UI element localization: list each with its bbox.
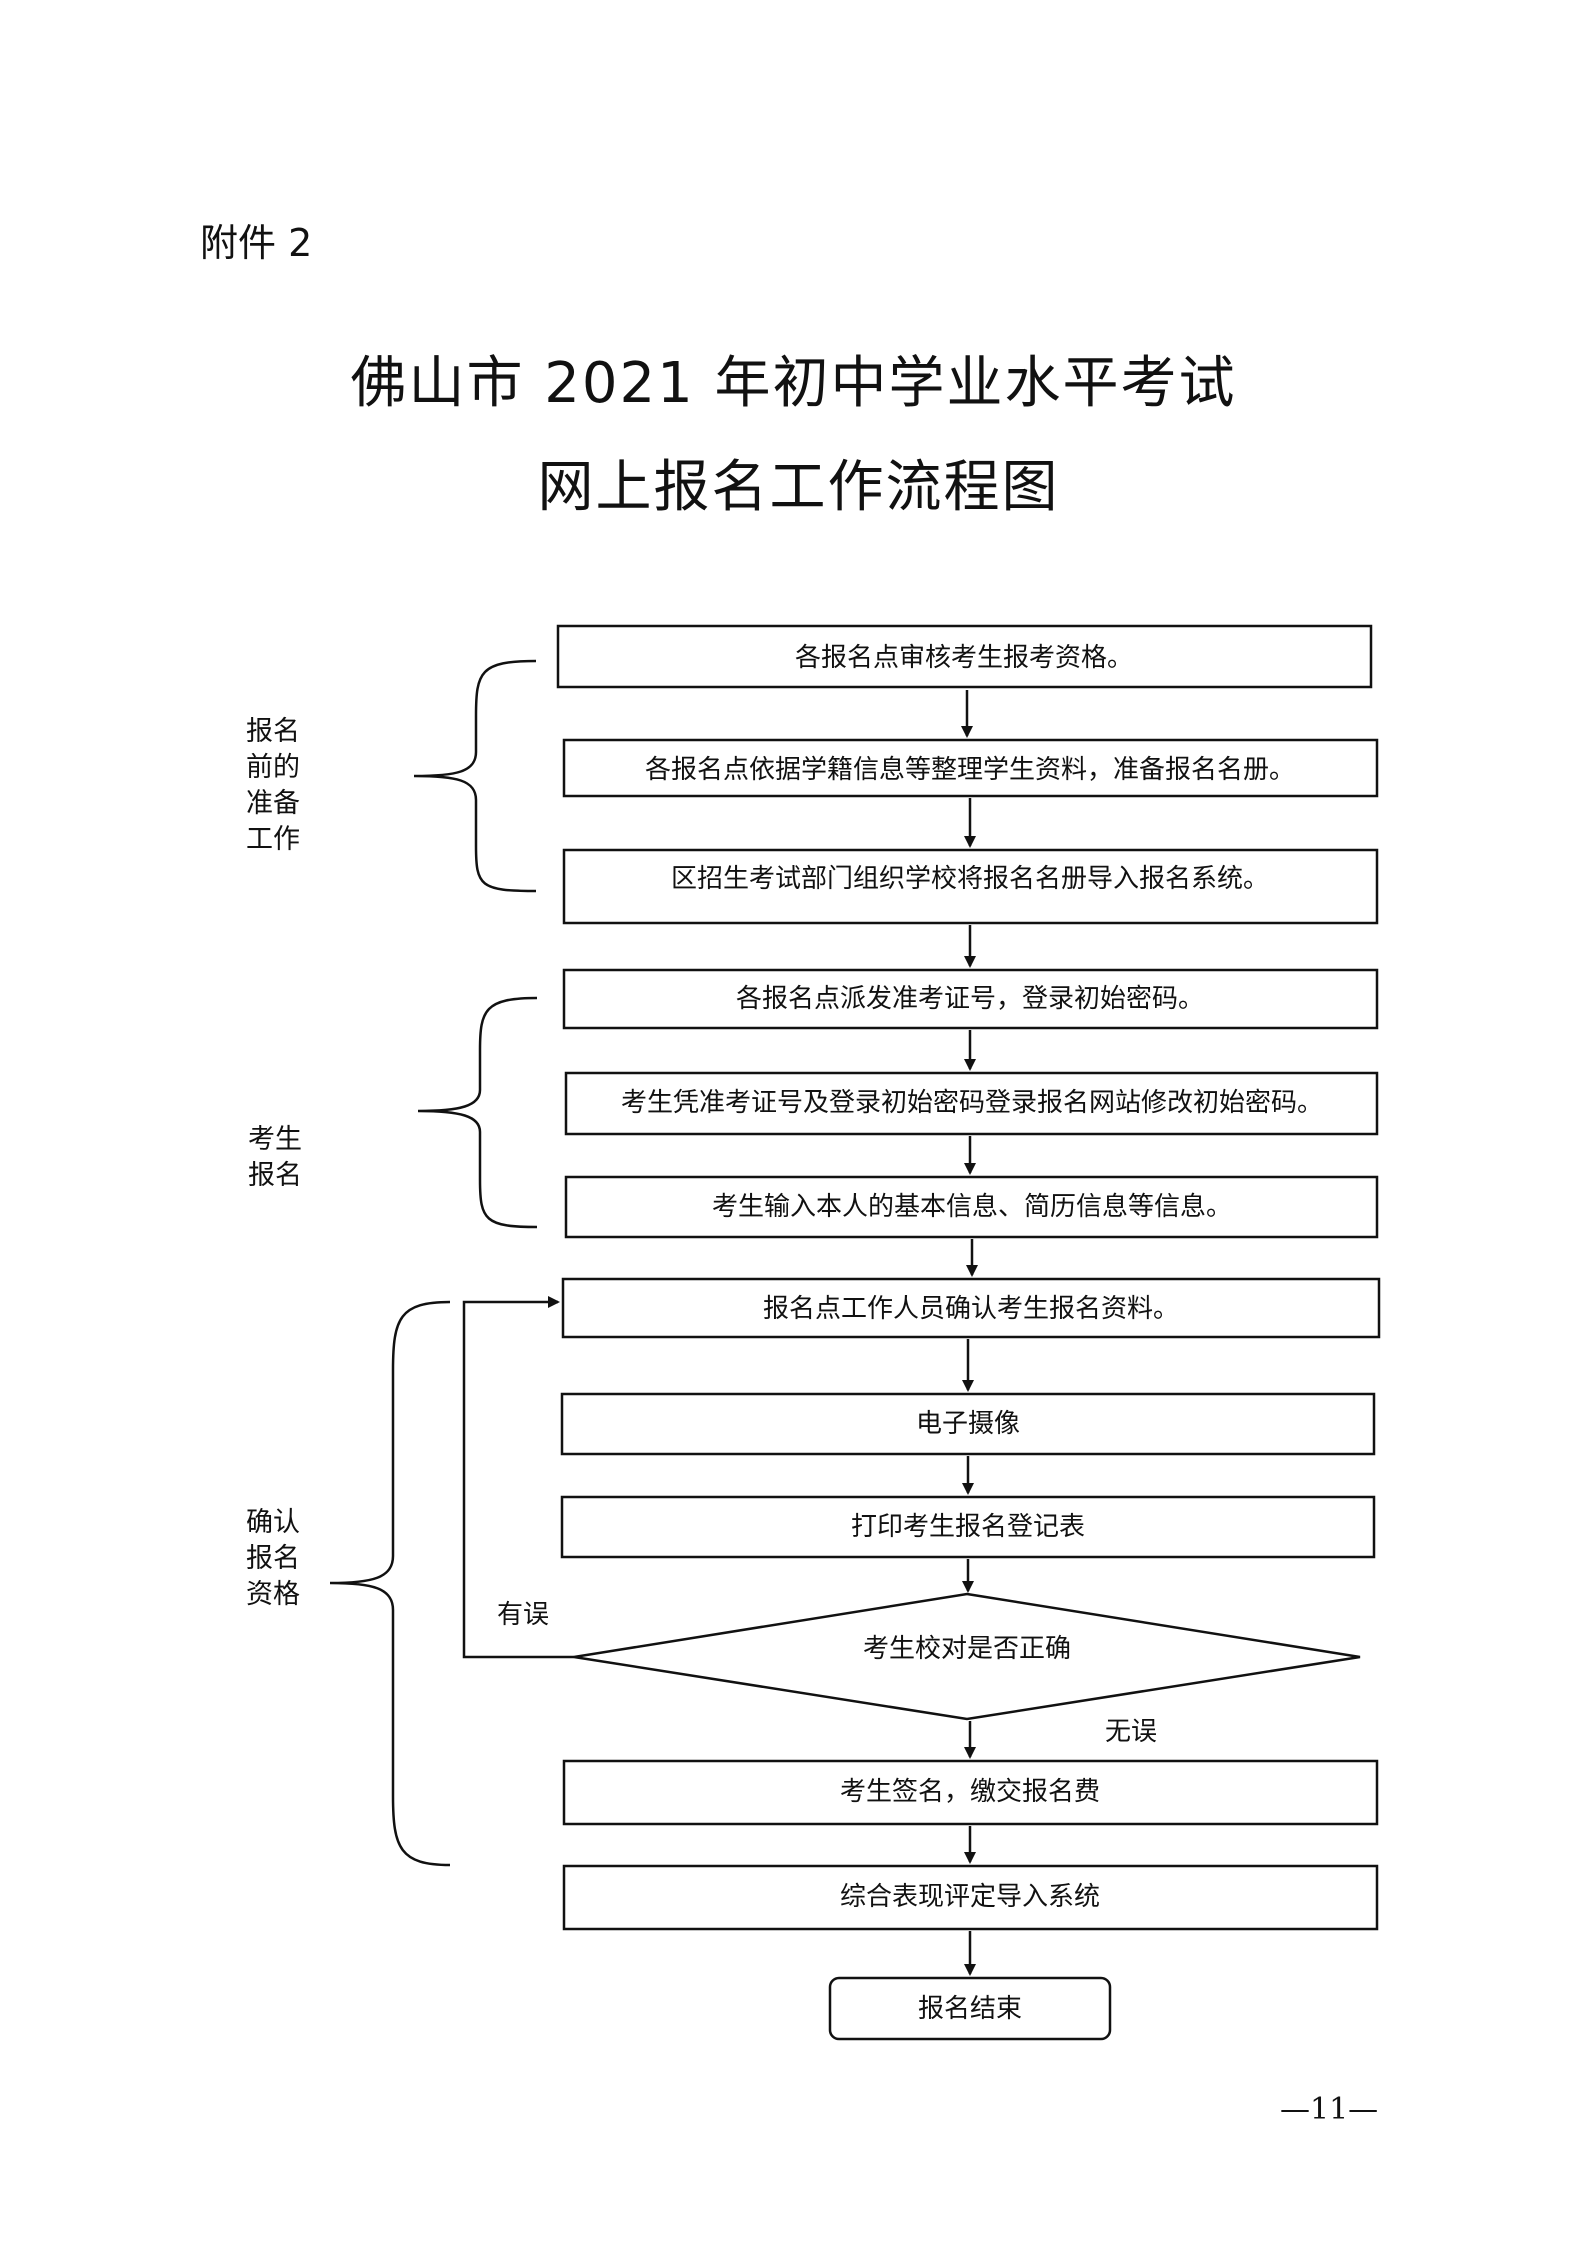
- group-brace-3: [329, 1300, 451, 1867]
- group-label-signup-line-1: 考生: [248, 1124, 302, 1155]
- group-label-confirm-line-3: 资格: [246, 1579, 300, 1610]
- group-label-confirm-line-1: 确认: [246, 1507, 300, 1538]
- step-5-label: 考生凭准考证号及登录初始密码登录报名网站修改初始密码。: [621, 1088, 1323, 1118]
- step-7: 报名点工作人员确认考生报名资料。: [561, 1277, 1381, 1339]
- step-8-label: 电子摄像: [916, 1409, 1020, 1439]
- decision-label: 考生校对是否正确: [863, 1634, 1071, 1664]
- step-9: 打印考生报名登记表: [560, 1495, 1376, 1559]
- branch-label-error: 有误: [497, 1600, 549, 1630]
- group-label-signup: 考生 报名: [248, 1124, 302, 1191]
- page-number: —11—: [1280, 2092, 1379, 2127]
- group-label-prep-line-4: 工作: [246, 824, 300, 855]
- group-label-prep: 报名 前的 准备 工作: [246, 716, 300, 855]
- title-line-1: 佛山市 2021 年初中学业水平考试: [350, 351, 1237, 416]
- branch-label-ok: 无误: [1105, 1717, 1157, 1747]
- end-label: 报名结束: [918, 1994, 1022, 2024]
- step-8: 电子摄像: [560, 1392, 1376, 1456]
- group-label-signup-line-2: 报名: [248, 1160, 302, 1191]
- end-terminal: 报名结束: [828, 1976, 1112, 2041]
- group-label-prep-line-1: 报名: [246, 716, 300, 747]
- attachment-label: 附件 2: [200, 221, 313, 265]
- decision-diamond: 考生校对是否正确: [573, 1592, 1361, 1721]
- step-1: 各报名点审核考生报考资格。: [556, 624, 1373, 689]
- step-12-label: 综合表现评定导入系统: [840, 1882, 1100, 1912]
- step-3-label: 区招生考试部门组织学校将报名名册导入报名系统。: [671, 864, 1269, 894]
- group-brace-2: [417, 996, 538, 1229]
- step-4: 各报名点派发准考证号，登录初始密码。: [562, 968, 1379, 1030]
- step-2-label: 各报名点依据学籍信息等整理学生资料，准备报名名册。: [645, 755, 1295, 785]
- flow-arrows: [462, 690, 978, 1976]
- step-4-label: 各报名点派发准考证号，登录初始密码。: [736, 984, 1204, 1014]
- step-5: 考生凭准考证号及登录初始密码登录报名网站修改初始密码。: [564, 1071, 1379, 1136]
- group-label-prep-line-2: 前的: [246, 752, 300, 783]
- step-9-label: 打印考生报名登记表: [851, 1512, 1085, 1542]
- group-label-confirm-line-2: 报名: [246, 1543, 300, 1574]
- group-label-prep-line-3: 准备: [246, 788, 300, 819]
- step-11-label: 考生签名，缴交报名费: [840, 1777, 1100, 1807]
- step-3: 区招生考试部门组织学校将报名名册导入报名系统。: [562, 848, 1379, 925]
- group-label-confirm: 确认 报名 资格: [246, 1507, 300, 1610]
- step-6-label: 考生输入本人的基本信息、简历信息等信息。: [712, 1192, 1232, 1222]
- step-11: 考生签名，缴交报名费: [562, 1759, 1379, 1826]
- step-6: 考生输入本人的基本信息、简历信息等信息。: [564, 1175, 1379, 1239]
- step-12: 综合表现评定导入系统: [562, 1864, 1379, 1931]
- title-line-2: 网上报名工作流程图: [537, 455, 1060, 520]
- arrow-loop-back: [462, 1296, 574, 1659]
- step-7-label: 报名点工作人员确认考生报名资料。: [763, 1294, 1179, 1324]
- step-2: 各报名点依据学籍信息等整理学生资料，准备报名名册。: [562, 738, 1379, 798]
- group-brace-1: [413, 659, 537, 893]
- step-1-label: 各报名点审核考生报考资格。: [795, 643, 1133, 673]
